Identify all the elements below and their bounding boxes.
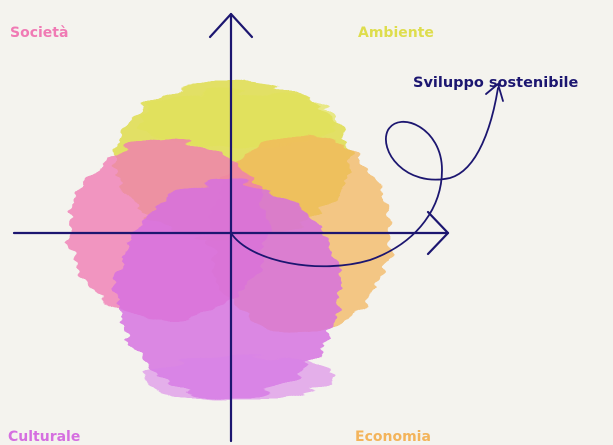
economia-label: Economia: [355, 429, 431, 445]
societa-label: Società: [10, 25, 69, 41]
culturale-blob: [116, 182, 340, 400]
sviluppo-sostenibile-label: Sviluppo sostenibile: [413, 75, 579, 91]
ambiente-label: Ambiente: [358, 25, 434, 41]
vertical-arrowhead-icon: [208, 12, 254, 39]
horizontal-arrowhead-icon: [426, 210, 450, 256]
loop-arrow-icon: [230, 83, 504, 268]
culturale-label: Culturale: [8, 429, 81, 445]
